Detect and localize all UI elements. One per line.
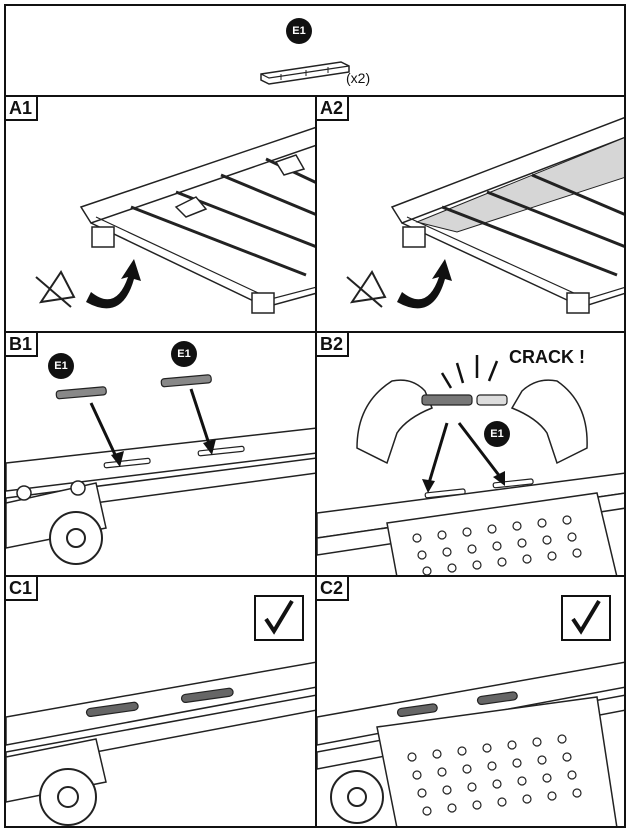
perforation-pattern [412,515,582,575]
part-badge-left: E1 [48,353,74,379]
panel-c1-label: C1 [6,577,39,601]
checkmark-box [561,595,611,641]
panel-c2: C2 [315,575,626,828]
clip-part-drawing [260,61,350,85]
checkmark-icon [264,599,294,635]
roof-rack-frame-drawing [35,126,315,314]
panel-a2: A2 [315,95,626,333]
checkmark-box [254,595,304,641]
panel-b2: B2 CRACK ! E1 [315,331,626,577]
cutter-icon [346,270,387,308]
panel-b1-label: B1 [6,333,39,357]
panel-c2-label: C2 [317,577,350,601]
cutter-icon [35,270,76,308]
panel-a2-label: A2 [317,97,350,121]
part-badge: E1 [484,421,510,447]
part-badge: E1 [286,18,312,44]
crack-sound-label: CRACK ! [509,347,585,367]
part-quantity: (x2) [346,70,371,86]
part-badge-right: E1 [171,341,197,367]
snap-clip-drawing [317,355,624,575]
panel-a1-label: A1 [6,97,39,121]
clips-installed-drawing [6,661,315,826]
panel-c1: C1 [4,575,317,828]
part-header: E1 (x2) [4,4,626,97]
clips-installed-with-mesh-drawing [317,661,624,826]
roof-rack-with-mesh-drawing [346,116,624,314]
panel-a1: A1 [4,95,317,333]
checkmark-icon [571,599,601,635]
rail-clip-insertion-drawing [6,374,315,565]
perforation-pattern [407,734,582,816]
rotate-arrow-icon [86,259,141,309]
panel-b2-label: B2 [317,333,350,357]
rotate-arrow-icon [397,259,452,309]
panel-b1: B1 E1 E1 [4,331,317,577]
